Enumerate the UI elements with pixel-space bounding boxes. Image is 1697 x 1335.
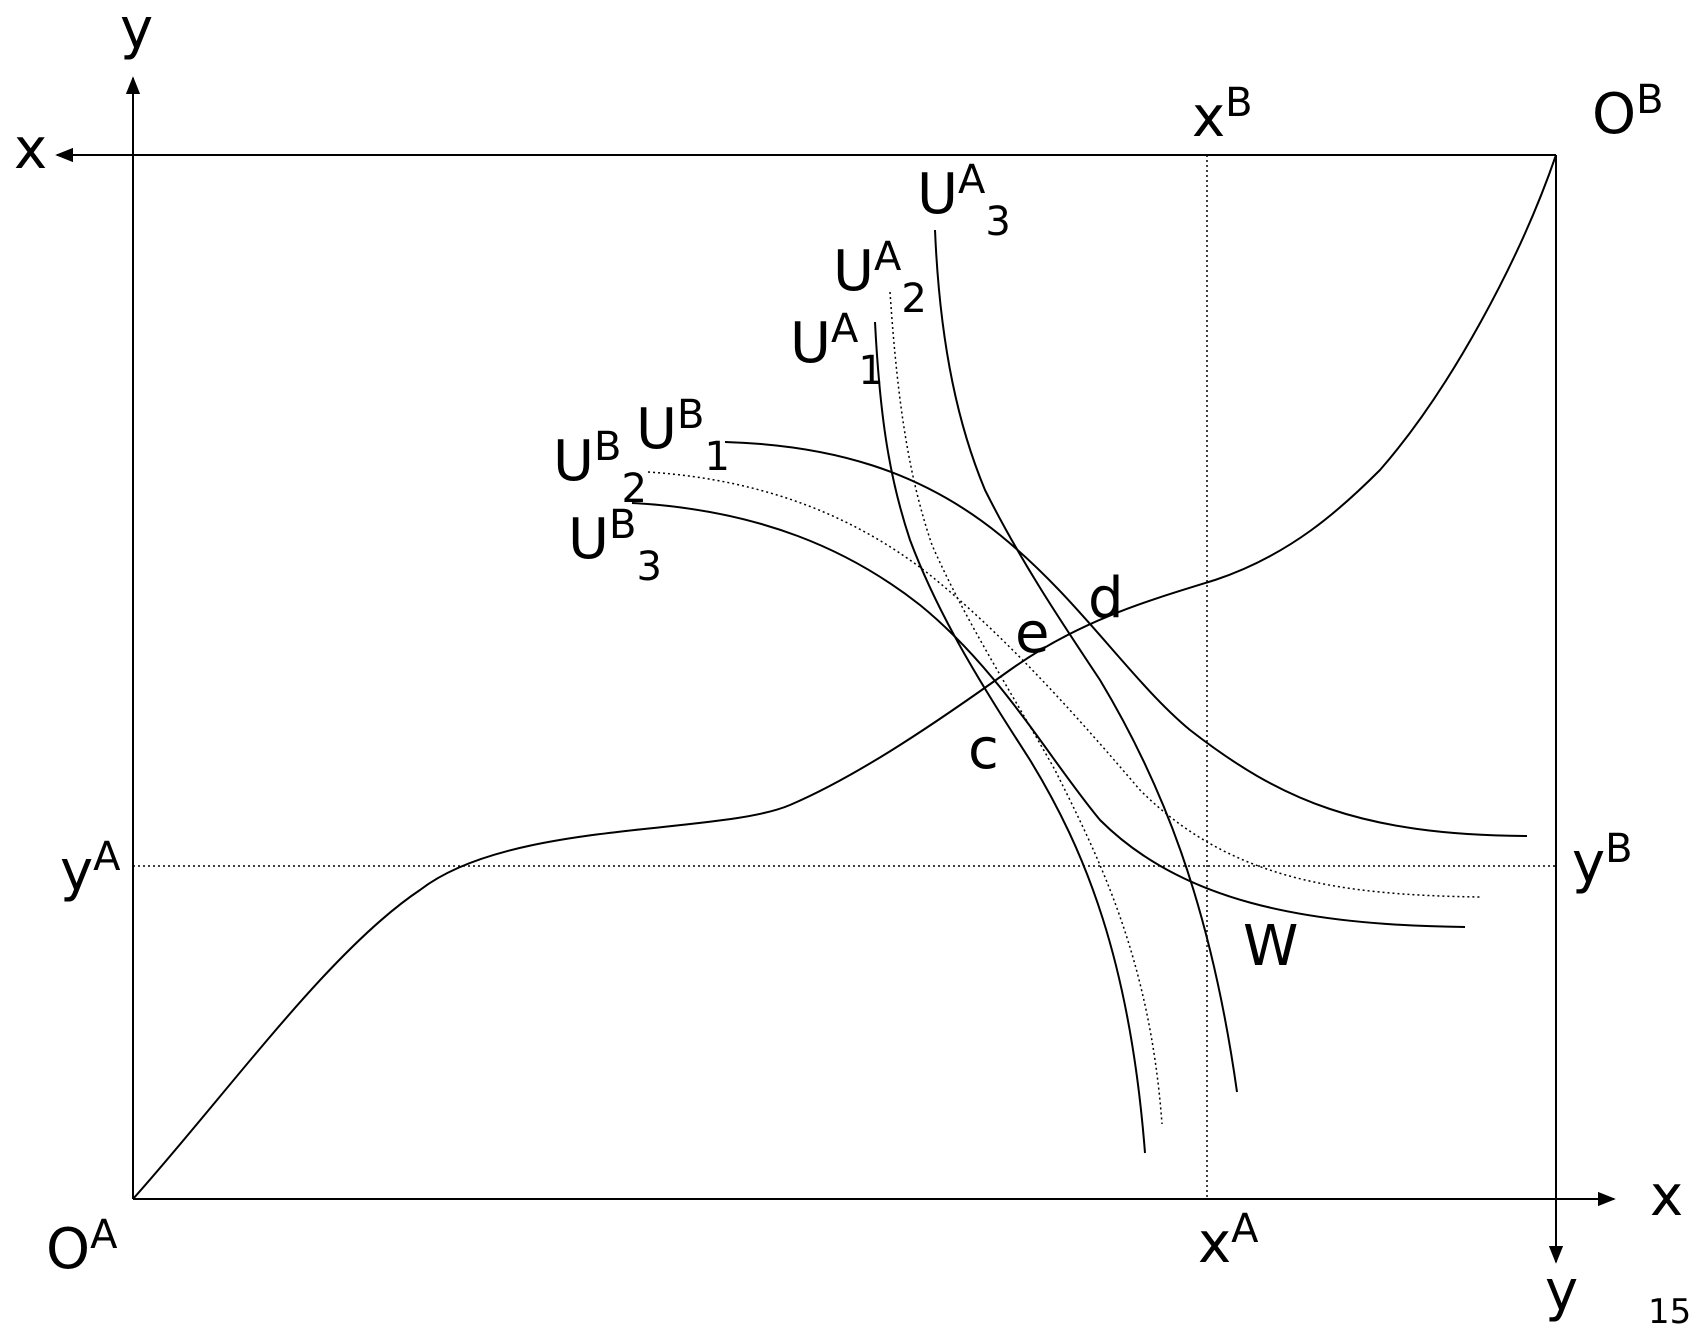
endowment-yb-label: yB bbox=[1572, 826, 1633, 896]
origin-a-label: OA bbox=[46, 1212, 118, 1282]
indifference-curve-ua2 bbox=[889, 291, 1163, 1125]
indifference-curve-ua3 bbox=[934, 229, 1238, 1093]
endowment-xb-label: xB bbox=[1192, 80, 1253, 150]
point-d-label: d bbox=[1088, 566, 1124, 631]
b-y-axis-label: y bbox=[1545, 1259, 1578, 1324]
ua1-label: UA1 bbox=[790, 306, 884, 394]
ub3-label: UB3 bbox=[568, 502, 662, 590]
ua3-label: UA3 bbox=[917, 157, 1011, 245]
indifference-curve-ub1 bbox=[724, 441, 1528, 837]
point-e-label: e bbox=[1015, 601, 1049, 666]
indifference-curve-ub2 bbox=[647, 471, 1481, 898]
indifference-curve-ub3 bbox=[631, 502, 1466, 928]
indifference-curve-ua1 bbox=[874, 321, 1146, 1154]
b-x-axis-label: x bbox=[14, 117, 47, 182]
a-y-axis-label: y bbox=[120, 0, 153, 62]
ub1-label: UB1 bbox=[636, 392, 730, 480]
endowment-xa-label: xA bbox=[1198, 1206, 1259, 1276]
ua2-label: UA2 bbox=[833, 234, 927, 322]
contract-curve bbox=[132, 154, 1557, 1200]
page-number: 15 bbox=[1648, 1292, 1691, 1332]
point-w-label: W bbox=[1243, 914, 1298, 979]
point-c-label: c bbox=[968, 717, 999, 782]
origin-b-label: OB bbox=[1592, 77, 1664, 147]
a-x-axis-label: x bbox=[1650, 1164, 1683, 1229]
endowment-ya-label: yA bbox=[60, 834, 121, 904]
ub2-label: UB2 bbox=[553, 424, 647, 512]
